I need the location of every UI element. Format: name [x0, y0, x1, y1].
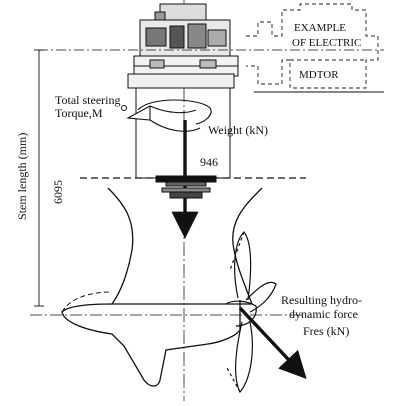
electric-motor-label-2: OF ELECTRIC — [292, 37, 361, 49]
force-label-1: Resulting hydro- — [281, 293, 362, 307]
stem-length-label: Stem length (mm) — [15, 133, 29, 220]
force-label-2: dynamic force — [289, 307, 358, 321]
propeller — [225, 231, 277, 394]
hydrodynamic-force-arrow — [238, 306, 307, 379]
steering-housing — [127, 73, 235, 89]
steering-pointer-dot — [121, 105, 127, 111]
example-motor-outline — [246, 3, 379, 89]
steering-label-1: Total steering — [55, 93, 120, 107]
pod-nose-dashed — [61, 291, 113, 313]
motor-assembly — [133, 3, 239, 77]
electric-motor-label-3: MDTOR — [299, 69, 339, 81]
steering-label-2: Torque,M — [55, 106, 103, 120]
force-label-3: Fres (kN) — [303, 324, 349, 338]
strut-body — [107, 187, 263, 305]
steering-torque-arrow-head — [126, 105, 151, 121]
neck-flange — [155, 175, 217, 199]
electric-motor-label-1: EXAMPLE — [294, 22, 346, 34]
dim-6095-label: 6095 — [51, 180, 65, 204]
steering-torque-arrow — [137, 99, 212, 125]
weight-label: Weight (kN) — [208, 123, 268, 137]
dim-946-label: 946 — [200, 155, 218, 169]
pod-body — [61, 300, 241, 387]
